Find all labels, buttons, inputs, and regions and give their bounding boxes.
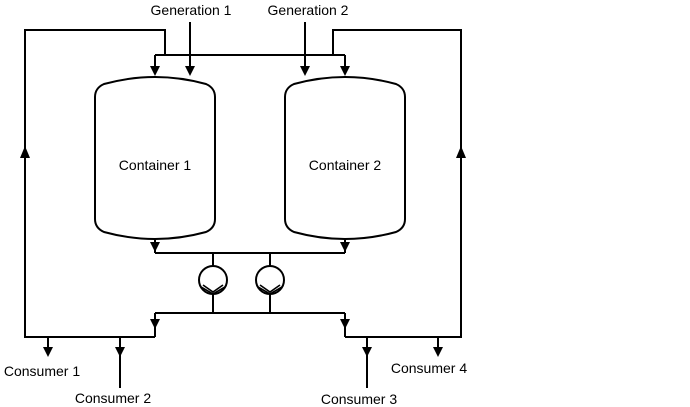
generation-1-line	[185, 22, 195, 76]
container-1: Container 1	[94, 76, 216, 240]
generation-2-label: Generation 2	[268, 2, 349, 18]
consumer-2-line	[115, 337, 125, 388]
pump-1	[198, 253, 228, 313]
distribution-header	[150, 312, 350, 337]
consumer-4-line	[433, 337, 443, 357]
consumer-3-line	[362, 337, 372, 388]
generation-1-label: Generation 1	[151, 2, 232, 18]
consumer-3-label: Consumer 3	[321, 391, 397, 407]
pump-2	[255, 253, 285, 313]
top-header-pipe	[150, 54, 350, 76]
consumer-2-label: Consumer 2	[75, 390, 151, 406]
container-2: Container 2	[284, 76, 406, 240]
right-return-pipe	[332, 29, 466, 338]
generation-2-line	[300, 22, 310, 76]
container-outlets	[150, 240, 350, 254]
left-return-pipe	[20, 29, 166, 338]
container-1-label: Container 1	[119, 157, 192, 173]
container-2-label: Container 2	[309, 157, 382, 173]
consumer-1-line	[43, 337, 53, 357]
consumer-1-label: Consumer 1	[4, 363, 80, 379]
consumer-4-label: Consumer 4	[391, 360, 467, 376]
